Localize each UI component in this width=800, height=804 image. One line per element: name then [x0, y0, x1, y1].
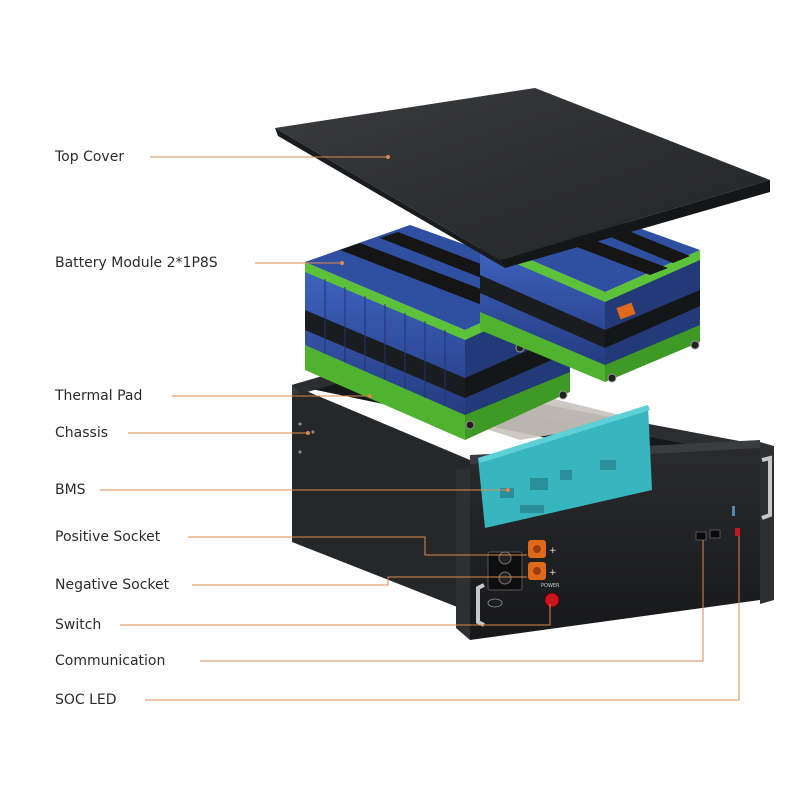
leader-soc-led [145, 536, 740, 701]
label-positive-socket: Positive Socket [55, 529, 161, 545]
label-soc-led: SOC LED [55, 692, 117, 708]
negative-plus-text: + [549, 568, 557, 578]
leader-switch [120, 604, 551, 626]
leader-lines [100, 156, 740, 701]
brand-logo-icon [487, 598, 503, 608]
negative-socket-terminal[interactable] [498, 551, 512, 565]
communication-port[interactable] [695, 531, 707, 541]
soc-led-icon [735, 528, 740, 536]
status-led-icon [732, 506, 735, 516]
leader-endpoints [306, 155, 510, 492]
screw-icon [311, 430, 315, 434]
label-switch: Switch [55, 617, 102, 633]
leader-communication [200, 540, 704, 662]
leader-negative-socket [192, 576, 527, 586]
front-panel-controls: + + POWER [487, 506, 740, 608]
negative-socket-terminal-2[interactable] [498, 571, 512, 585]
label-thermal-pad: Thermal Pad [55, 388, 143, 404]
label-battery-module: Battery Module 2*1P8S [55, 255, 218, 271]
bms-board [478, 405, 652, 528]
screw-icon [298, 450, 302, 454]
label-communication: Communication [55, 653, 166, 669]
rack-ear-left [456, 468, 470, 640]
label-negative-socket: Negative Socket [55, 577, 170, 593]
communication-port-2[interactable] [709, 529, 721, 539]
power-switch[interactable] [544, 592, 560, 608]
terminal-icon [616, 302, 636, 320]
leader-positive-socket [188, 536, 527, 556]
positive-plus-text: + [549, 546, 557, 556]
handle-right[interactable] [761, 455, 772, 520]
top-cover [275, 88, 770, 268]
power-label: POWER [541, 583, 560, 589]
label-top-cover: Top Cover [55, 149, 125, 165]
handle-left[interactable] [476, 583, 485, 627]
screw-icon [298, 422, 302, 426]
label-bms: BMS [55, 482, 86, 498]
label-chassis: Chassis [55, 425, 108, 441]
